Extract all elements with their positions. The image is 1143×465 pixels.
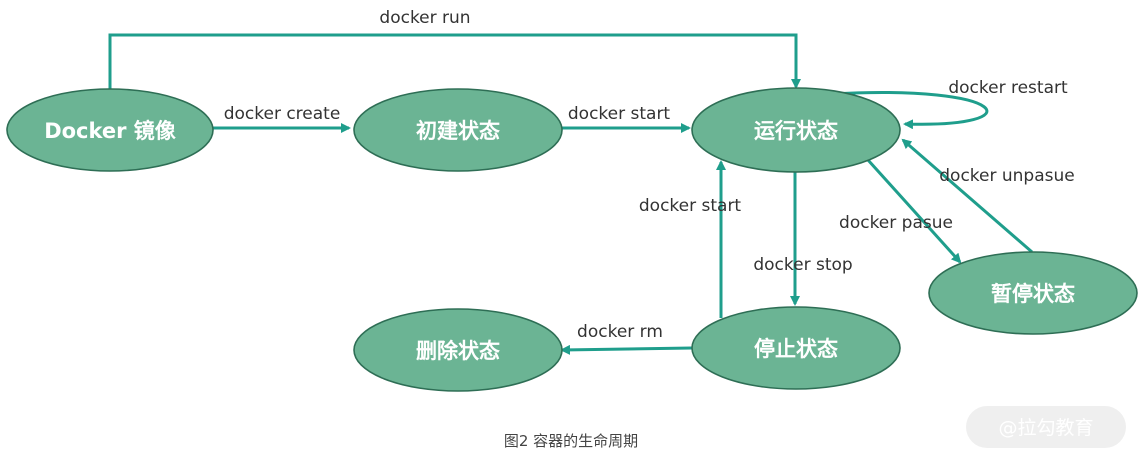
label-docker-stop: docker stop bbox=[753, 255, 852, 275]
figure-caption: 图2 容器的生命周期 bbox=[504, 432, 638, 450]
edge-docker-unpause bbox=[901, 138, 1033, 254]
node-running-state: 运行状态 bbox=[691, 87, 901, 173]
label-docker-pause: docker pasue bbox=[839, 213, 953, 233]
label-docker-start-stopped: docker start bbox=[639, 196, 742, 216]
node-stopped-state-label: 停止状态 bbox=[754, 337, 838, 361]
node-docker-image: Docker 镜像 bbox=[6, 88, 214, 172]
label-docker-run: docker run bbox=[379, 8, 470, 28]
node-docker-image-label: Docker 镜像 bbox=[44, 119, 177, 143]
watermark: @拉勾教育 bbox=[966, 406, 1126, 448]
node-running-state-label: 运行状态 bbox=[754, 119, 838, 143]
label-docker-start-created: docker start bbox=[568, 104, 671, 124]
label-docker-rm: docker rm bbox=[577, 322, 663, 342]
node-created-state-label: 初建状态 bbox=[416, 119, 500, 143]
node-deleted-state-label: 删除状态 bbox=[416, 339, 500, 363]
node-created-state: 初建状态 bbox=[353, 88, 563, 172]
edge-docker-pause bbox=[866, 158, 962, 264]
node-paused-state: 暂停状态 bbox=[928, 251, 1138, 335]
node-deleted-state: 删除状态 bbox=[353, 308, 563, 392]
label-docker-restart: docker restart bbox=[948, 78, 1068, 98]
edge-docker-run bbox=[108, 33, 801, 93]
node-paused-state-label: 暂停状态 bbox=[991, 282, 1075, 306]
edge-docker-rm bbox=[560, 344, 693, 355]
label-docker-create: docker create bbox=[224, 104, 341, 124]
edge-docker-restart bbox=[831, 91, 989, 130]
watermark-text: @拉勾教育 bbox=[998, 417, 1093, 439]
label-docker-unpause: docker unpasue bbox=[939, 166, 1074, 186]
node-stopped-state: 停止状态 bbox=[691, 306, 901, 390]
